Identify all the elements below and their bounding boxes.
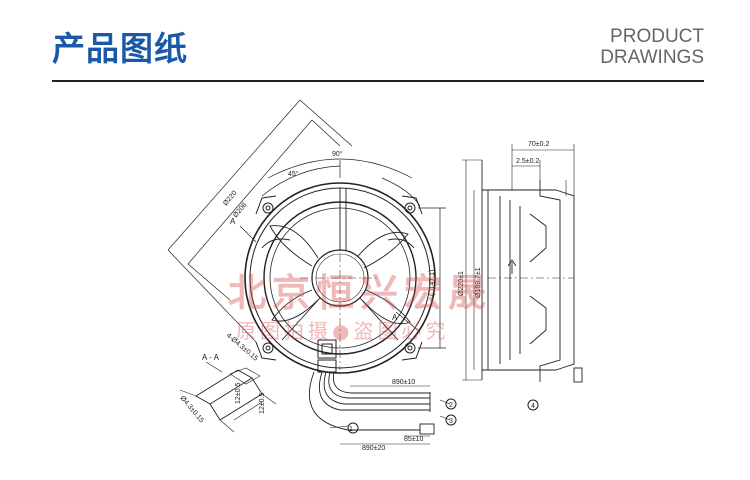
callout-2-label: 2 — [449, 402, 453, 409]
section-aa-view — [179, 361, 277, 433]
vertical-dimension — [418, 207, 446, 349]
page-title: 产品图纸 — [52, 29, 188, 68]
dim-section-12a: 12±0.5 — [235, 383, 242, 404]
side-callout-4 — [527, 399, 539, 411]
subtitle-line-product: PRODUCT — [610, 26, 704, 47]
dim-angle-90: 90° — [332, 150, 343, 158]
dim-section-12b: 12±0.5 — [259, 393, 266, 414]
technical-drawing: Ø220 Ø208 90° 45° (□147.1) A A 4-Ø4.3±0.… — [167, 99, 583, 452]
cable-harness — [309, 371, 451, 445]
dim-diagonal-outer: Ø220 — [222, 190, 238, 208]
section-mark-a-lower: A — [392, 313, 398, 322]
callout-4-label: 4 — [531, 403, 535, 410]
dim-vertical-147: (□147.1) — [429, 270, 436, 296]
dim-hole-4x: 4-Ø4.3±0.15 — [225, 332, 259, 362]
dim-cable-890-10: 890±10 — [392, 379, 415, 386]
subtitle-line-drawings: DRAWINGS — [600, 47, 704, 68]
section-mark-a-upper: A — [230, 217, 236, 226]
callout-3-label: 3 — [449, 418, 453, 425]
dim-angle-45: 45° — [288, 170, 299, 178]
header-divider — [52, 80, 704, 82]
dim-side-d169: Ø169.7±1 — [475, 267, 482, 298]
dim-side-d220: Ø220±1 — [458, 271, 465, 296]
angle-arcs — [261, 158, 421, 207]
cable-callouts — [347, 398, 457, 434]
diagonal-dimension — [167, 99, 353, 343]
page-header: 产品图纸 PRODUCT DRAWINGS — [0, 0, 750, 84]
dim-side-2-5: 2.5±0.2 — [516, 158, 539, 165]
side-view — [462, 144, 583, 383]
page-subtitle: PRODUCT DRAWINGS — [600, 26, 704, 68]
dim-side-70: 70±0.2 — [528, 141, 549, 148]
front-view — [167, 99, 446, 374]
dim-cable-890-20: 890±20 — [362, 445, 385, 452]
dim-cable-85: 85±10 — [404, 436, 424, 443]
connector-block — [317, 339, 337, 373]
callout-1-label: 1 — [349, 426, 353, 433]
section-title-aa: A - A — [202, 353, 220, 362]
fan-blades — [261, 225, 415, 325]
mounting-holes — [255, 195, 423, 361]
